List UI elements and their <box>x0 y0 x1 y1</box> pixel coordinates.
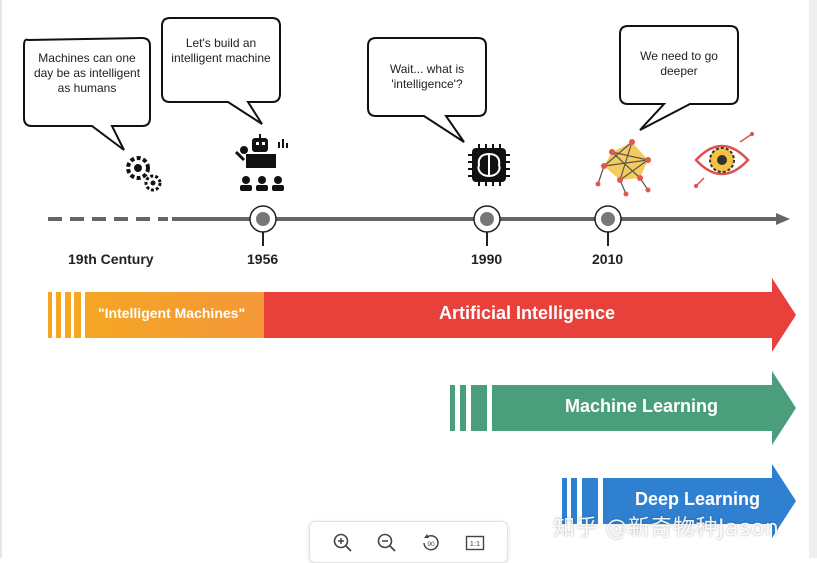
left-edge <box>0 0 2 558</box>
bubble-3-text: Wait... what is 'intelligence'? <box>389 62 465 91</box>
year-label-1990: 1990 <box>471 251 503 267</box>
timeline-marker-1956 <box>249 205 277 246</box>
image-viewer-toolbar: 90 1:1 <box>309 521 508 563</box>
neural-network-icon <box>595 139 651 197</box>
rotate-90-icon[interactable]: 90 <box>420 532 442 554</box>
presenter-robot-icon <box>234 134 288 191</box>
timeline-axis <box>48 213 790 225</box>
eye-gear-icon <box>694 132 754 188</box>
svg-text:1:1: 1:1 <box>470 539 480 548</box>
bubble-4-text: We need to go deeper <box>640 49 718 78</box>
timeline-marker-1990 <box>473 205 501 246</box>
artificial-intelligence-label: Artificial Intelligence <box>439 303 616 323</box>
year-label-1956: 1956 <box>247 251 279 267</box>
bubble-1-text: Machines can one day be as intelligent a… <box>33 51 141 95</box>
watermark-text: 知乎 @新奇物种Jason <box>553 516 780 541</box>
actual-size-icon[interactable]: 1:1 <box>464 532 486 554</box>
svg-text:90: 90 <box>427 541 435 548</box>
dl-era-arrow <box>562 464 796 538</box>
year-label-2010: 2010 <box>592 251 624 267</box>
speech-bubble-1 <box>23 36 151 151</box>
speech-bubble-2 <box>161 17 281 125</box>
ai-era-arrow <box>48 278 796 352</box>
bubble-2-text: Let's build an intelligent machine <box>171 36 271 65</box>
machine-learning-label: Machine Learning <box>565 396 719 416</box>
intelligent-machines-label: "Intelligent Machines" <box>98 305 246 321</box>
brain-chip-icon <box>468 144 510 186</box>
speech-bubble-3 <box>367 37 487 143</box>
right-scroll-edge <box>809 0 817 558</box>
timeline-marker-2010 <box>594 205 622 246</box>
deep-learning-label: Deep Learning <box>635 489 761 509</box>
year-label-19th-century: 19th Century <box>68 251 154 267</box>
zoom-out-icon[interactable] <box>376 532 398 554</box>
zoom-in-icon[interactable] <box>332 532 354 554</box>
gears-icon <box>126 156 162 192</box>
ml-era-arrow <box>450 371 796 445</box>
speech-bubble-4 <box>619 25 739 131</box>
